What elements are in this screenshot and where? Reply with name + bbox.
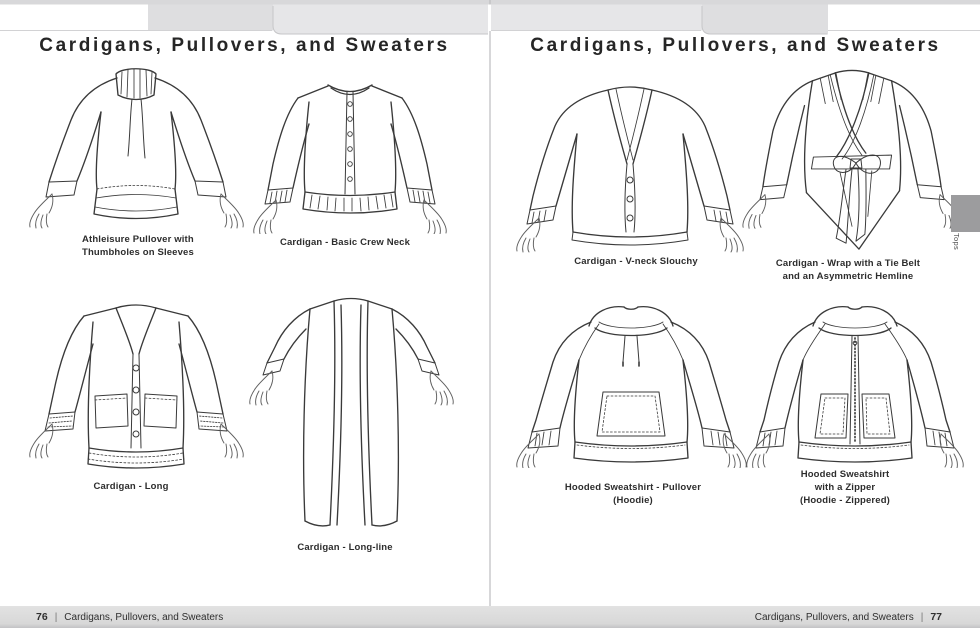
illustration-hoodie-pullover <box>515 300 748 468</box>
section-tab <box>951 195 980 232</box>
footer-right: Cardigans, Pullovers, and Sweaters | 77 <box>755 611 942 623</box>
page-title: Cardigans, Pullovers, and Sweaters <box>530 35 941 56</box>
page-number-right: 77 <box>930 611 942 623</box>
figure-caption: Cardigan - Wrap with a Tie Belt and an A… <box>775 258 921 282</box>
book-page-right[interactable]: Cardigans, Pullovers, and Sweaters <box>491 31 980 606</box>
footer-title-left: Cardigans, Pullovers, and Sweaters <box>64 612 224 623</box>
illustration-athleisure-pullover <box>28 62 245 234</box>
figure-caption: Hooded Sweatshirt - Pullover (Hoodie) <box>564 482 702 506</box>
section-tab-label: Tops <box>952 233 961 251</box>
figure-caption: Cardigan - Long-line <box>297 542 393 553</box>
illustration-cardigan-v-neck-slouchy <box>515 82 745 254</box>
figure-caption: Athleisure Pullover with Thumbholes on S… <box>82 234 194 258</box>
page-title: Cardigans, Pullovers, and Sweaters <box>39 35 450 56</box>
page-gutter <box>489 31 491 606</box>
illustration-cardigan-long-line <box>248 295 455 542</box>
footer-band: 76 | Cardigans, Pullovers, and Sweaters Ca… <box>0 606 980 628</box>
book-page-left[interactable]: Cardigans, Pullovers, and Sweaters <box>0 31 489 606</box>
illustration-cardigan-wrap-tie-belt <box>740 68 965 258</box>
figure-caption: Cardigan - Basic Crew Neck <box>279 237 411 248</box>
footer-separator: | <box>920 612 924 623</box>
viewer-top-chrome <box>0 0 980 35</box>
illustration-hoodie-zippered <box>745 300 965 468</box>
footer-title-right: Cardigans, Pullovers, and Sweaters <box>754 612 914 623</box>
page-number-left: 76 <box>36 611 48 623</box>
illustration-cardigan-long <box>28 300 245 478</box>
illustration-cardigan-basic-crew-neck <box>252 78 448 234</box>
footer-separator: | <box>54 612 58 623</box>
figure-caption: Cardigan - Long <box>93 481 169 492</box>
figure-caption: Cardigan - V-neck Slouchy <box>574 256 698 267</box>
figure-caption: Hooded Sweatshirt with a Zipper (Hoodie … <box>800 469 890 506</box>
footer-left: 76 | Cardigans, Pullovers, and Sweaters <box>36 611 223 623</box>
